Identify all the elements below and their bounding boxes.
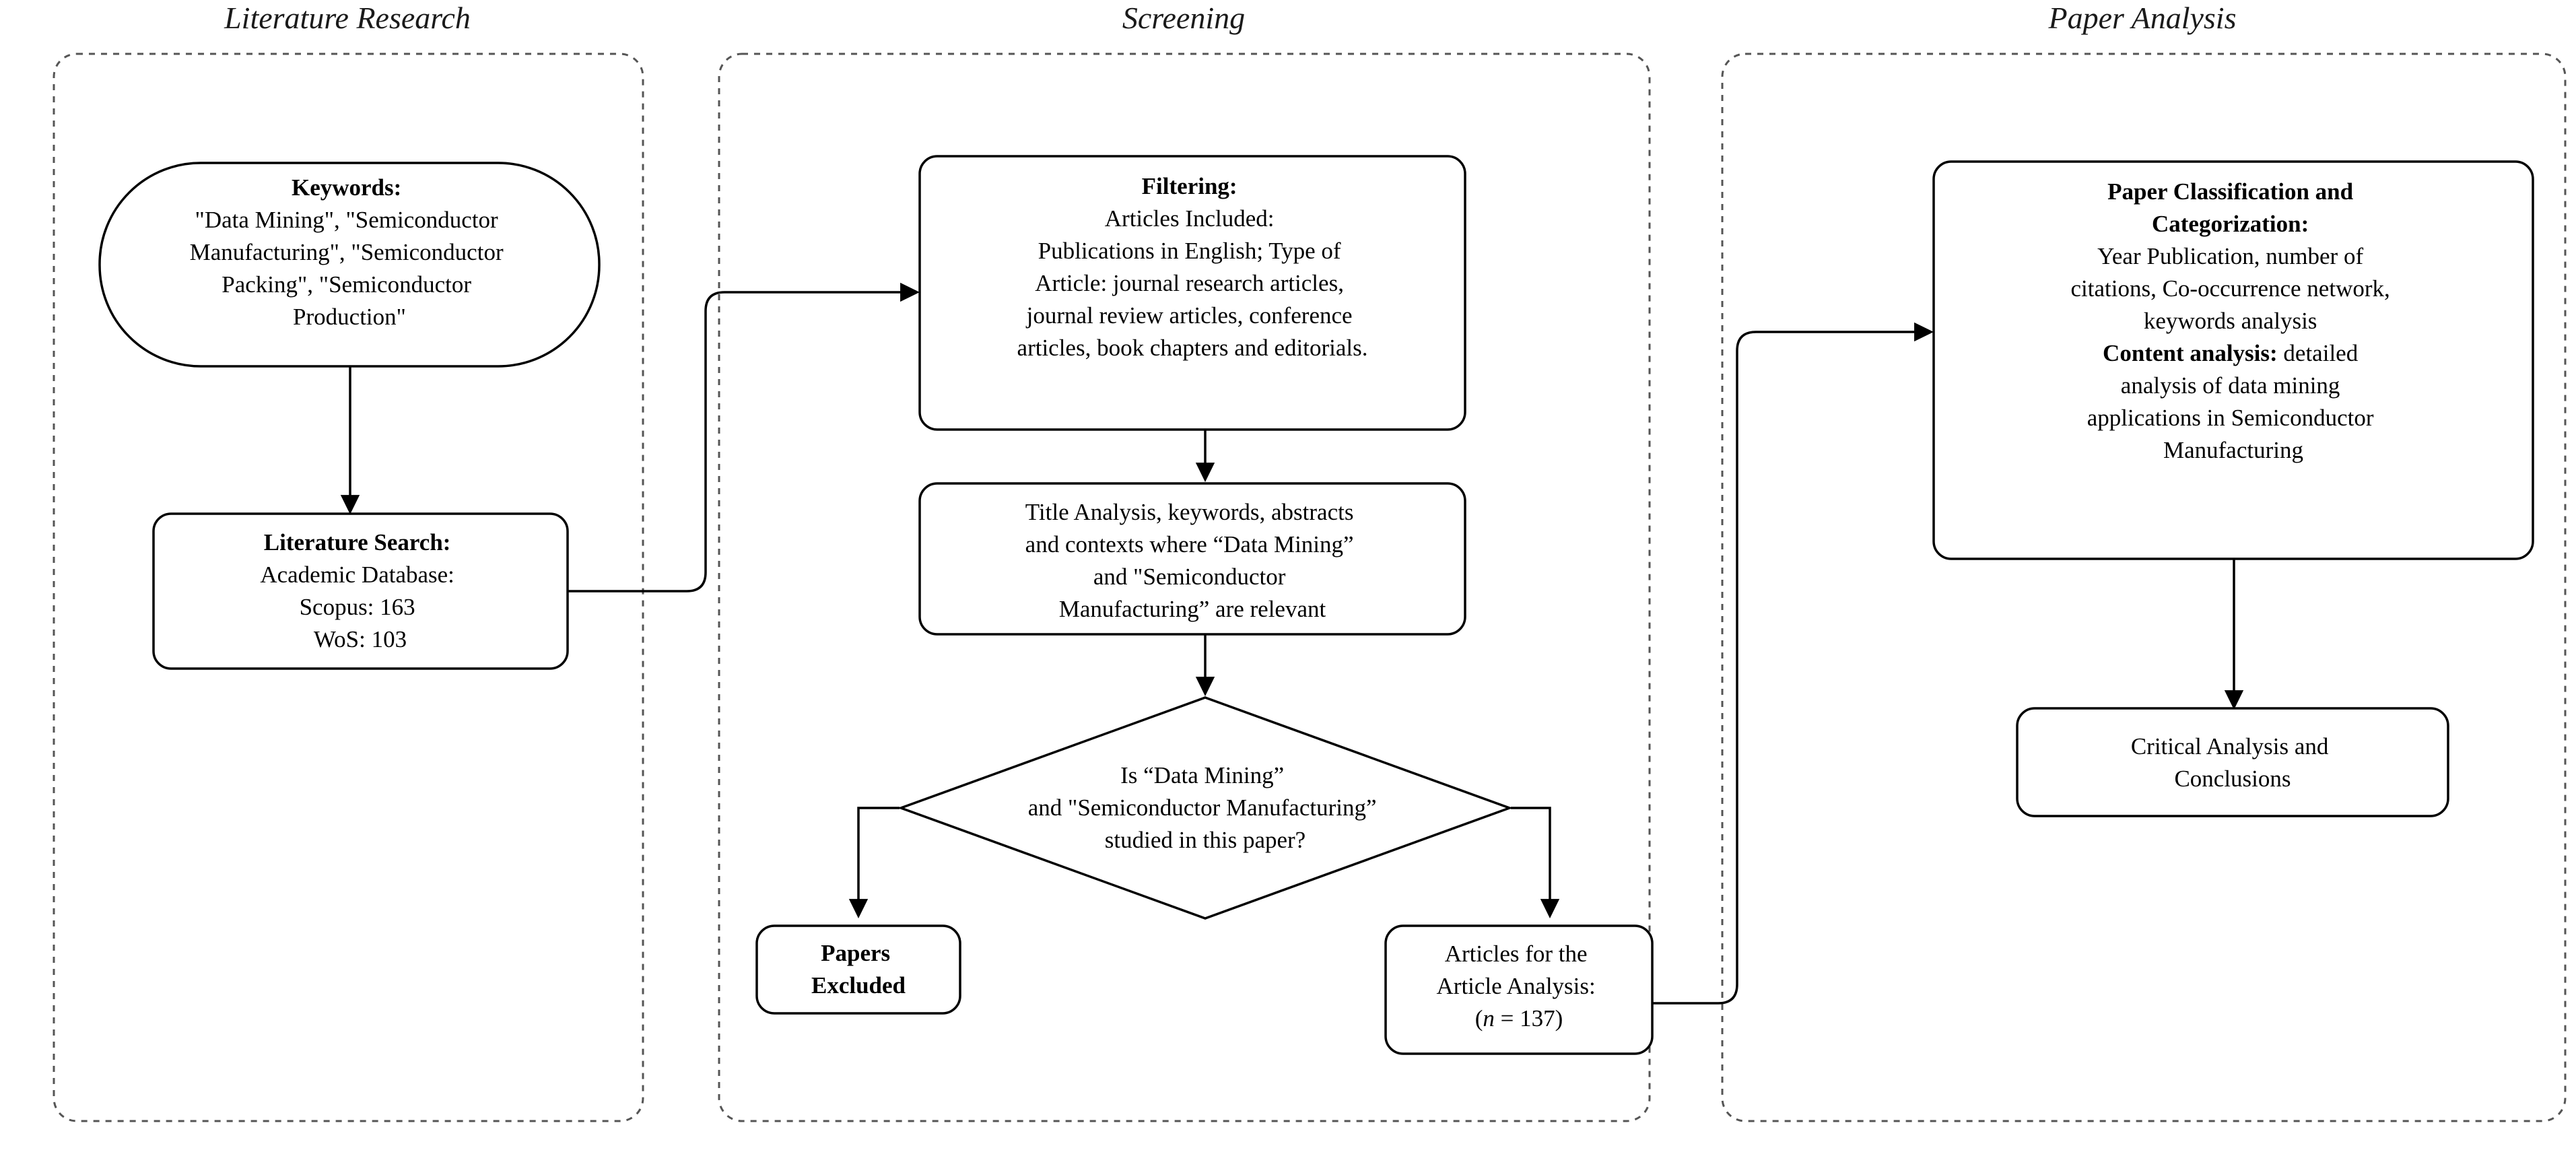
edge-literature-search-to-filtering — [568, 282, 920, 593]
filtering-line-4: journal review articles, conference — [1025, 302, 1353, 329]
svg-text:Paper Classification and: Paper Classification and Categorization:… — [2070, 178, 2396, 463]
keywords-line-1: "Data Mining", "Semiconductor — [195, 207, 498, 233]
critical-analysis-line-0: Critical Analysis and — [2131, 733, 2329, 759]
paper-classification-line-4: keywords analysis — [2144, 308, 2317, 334]
svg-text:Critical Analysis and Co: Critical Analysis and Conclusions — [2131, 733, 2334, 792]
edge-decision-to-articles-for-analysis — [1511, 807, 1560, 918]
svg-text:Literature Search: Acade: Literature Search: Academic Database: Sc… — [260, 529, 460, 652]
node-papers-excluded[interactable]: Papers Excluded — [755, 924, 961, 1015]
literature-search-line-1: Academic Database: — [260, 562, 454, 588]
title-analysis-line-1: and contexts where “Data Mining” — [1025, 531, 1354, 557]
keywords-line-2: Manufacturing", "Semiconductor — [190, 239, 504, 265]
lane-container-screening — [718, 53, 1651, 1122]
articles-for-analysis-line-1: Article Analysis: — [1437, 973, 1596, 999]
node-articles-for-analysis[interactable]: Articles for the Article Analysis: (n = … — [1384, 924, 1654, 1055]
edge-articles-to-paper-classification — [1653, 322, 1934, 1005]
svg-text:Keywords: "Data Mining",: Keywords: "Data Mining", "Semiconductor … — [190, 174, 510, 330]
filtering-line-5: articles, book chapters and editorials. — [1017, 335, 1368, 361]
paper-classification-line-1: Categorization: — [2152, 211, 2309, 237]
lane-container-literature-research — [53, 53, 644, 1122]
svg-text:Title Analysis, keywords, abst: Title Analysis, keywords, abstracts and … — [1025, 499, 1360, 622]
critical-analysis-line-1: Conclusions — [2174, 766, 2291, 792]
node-title-analysis[interactable]: Title Analysis, keywords, abstracts and … — [918, 482, 1466, 636]
title-analysis-line-0: Title Analysis, keywords, abstracts — [1025, 499, 1354, 525]
literature-search-line-3: WoS: 103 — [314, 626, 407, 652]
node-filtering[interactable]: Filtering: Articles Included: Publicatio… — [918, 155, 1466, 431]
literature-search-line-0: Literature Search: — [264, 529, 451, 555]
lane-title-paper-analysis: Paper Analysis — [2048, 1, 2237, 35]
node-critical-analysis[interactable]: Critical Analysis and Conclusions — [2016, 707, 2449, 817]
decision-line-0: Is “Data Mining” — [1120, 762, 1284, 788]
filtering-line-3: Article: journal research articles, — [1035, 270, 1344, 296]
keywords-line-4: Production" — [293, 304, 406, 330]
node-paper-classification[interactable]: Paper Classification and Categorization:… — [1932, 160, 2534, 560]
svg-text:Is “Data Mining” and "Se: Is “Data Mining” and "Semiconductor Manu… — [1028, 762, 1383, 853]
decision-line-2: studied in this paper? — [1105, 827, 1306, 853]
title-analysis-line-3: Manufacturing” are relevant — [1059, 596, 1326, 622]
paper-classification-line-3: citations, Co-occurrence network, — [2070, 275, 2389, 302]
title-analysis-line-2: and "Semiconductor — [1093, 564, 1286, 590]
svg-text:Papers Excluded: Papers Excluded — [811, 940, 906, 999]
articles-for-analysis-line-2: (n = 137) — [1475, 1005, 1563, 1031]
keywords-line-0: Keywords: — [292, 174, 401, 201]
paper-classification-line-6: analysis of data mining — [2121, 372, 2340, 399]
filtering-line-2: Publications in English; Type of — [1038, 238, 1341, 264]
decision-line-1: and "Semiconductor Manufacturing” — [1028, 794, 1377, 821]
node-keywords[interactable]: Keywords: "Data Mining", "Semiconductor … — [98, 162, 601, 368]
svg-text:Articles for the Article: Articles for the Article Analysis: (n = … — [1437, 941, 1602, 1031]
lane-title-screening: Screening — [1122, 1, 1245, 35]
paper-classification-line-2: Year Publication, number of — [2097, 243, 2363, 269]
paper-classification-line-8: Manufacturing — [2163, 437, 2303, 463]
lane-title-literature-research: Literature Research — [224, 1, 471, 35]
edge-decision-to-papers-excluded — [848, 807, 900, 918]
papers-excluded-line-0: Papers — [821, 940, 890, 966]
keywords-line-3: Packing", "Semiconductor — [222, 271, 471, 298]
paper-classification-line-5: Content analysis: detailed — [2103, 340, 2359, 366]
node-decision[interactable]: Is “Data Mining” and "Semiconductor Manu… — [897, 696, 1514, 920]
paper-classification-line-7: applications in Semiconductor — [2087, 405, 2374, 431]
filtering-line-1: Articles Included: — [1105, 205, 1275, 232]
paper-classification-line-0: Paper Classification and — [2107, 178, 2353, 205]
articles-for-analysis-line-0: Articles for the — [1445, 941, 1588, 967]
svg-text:Filtering: Articles Incl: Filtering: Articles Included: Publicatio… — [1017, 173, 1368, 361]
papers-excluded-line-1: Excluded — [811, 972, 906, 999]
node-literature-search[interactable]: Literature Search: Academic Database: Sc… — [152, 512, 569, 670]
literature-search-line-2: Scopus: 163 — [300, 594, 415, 620]
filtering-line-0: Filtering: — [1142, 173, 1238, 199]
